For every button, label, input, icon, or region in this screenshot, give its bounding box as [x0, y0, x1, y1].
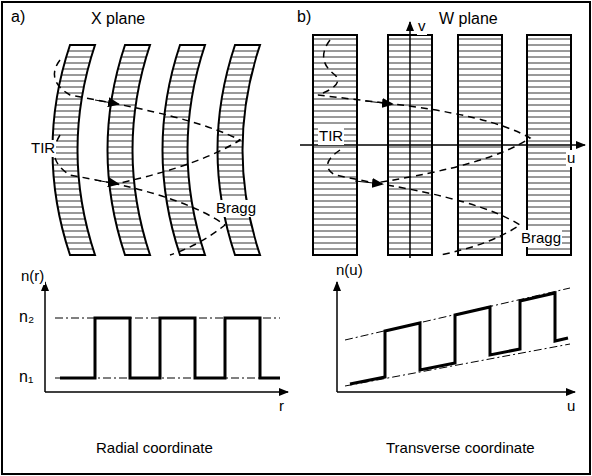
axis-label: u	[566, 150, 576, 167]
axis-label: v	[417, 18, 427, 35]
plane-title: X plane	[90, 10, 146, 28]
ray-label: TIR	[318, 128, 344, 145]
axis-label: n(u)	[335, 262, 364, 279]
axis-label: u	[566, 398, 576, 415]
plane-title: W plane	[438, 10, 499, 28]
ray-label: Bragg	[215, 200, 257, 217]
axis-value: n₁	[18, 368, 34, 386]
axis-value: n₂	[18, 308, 35, 326]
ray-label: TIR	[30, 140, 56, 157]
axis-title: Radial coordinate	[95, 440, 214, 457]
axis-label: n(r)	[20, 268, 45, 285]
axis-title: Transverse coordinate	[385, 440, 536, 457]
panel-letter: b)	[296, 8, 312, 26]
ray-label: Bragg	[520, 230, 562, 247]
axis-label: r	[278, 398, 285, 415]
panel-letter: a)	[10, 8, 26, 26]
